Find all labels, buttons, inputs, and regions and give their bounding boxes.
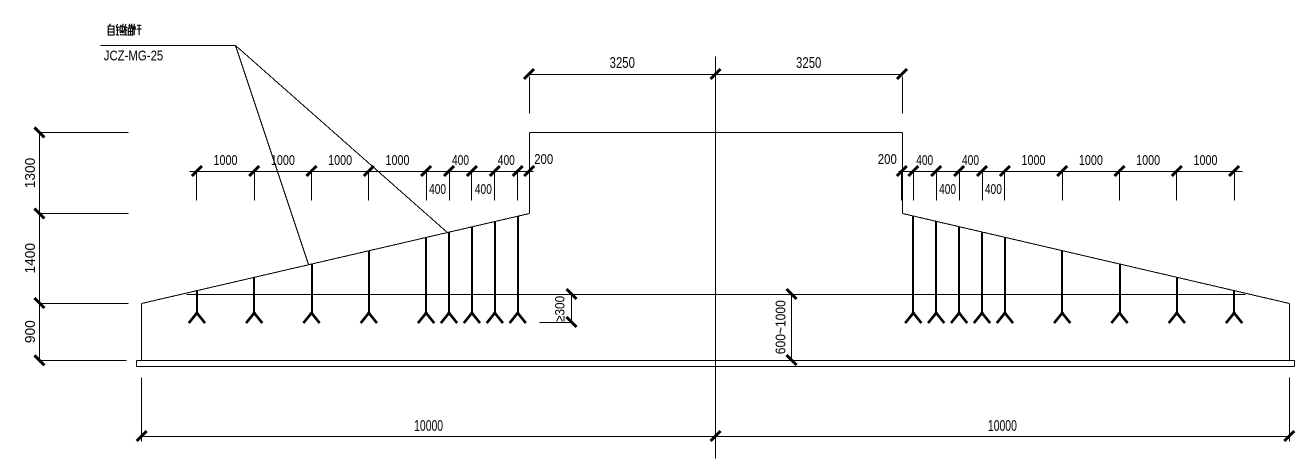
svg-text:1000: 1000 xyxy=(214,152,238,169)
svg-text:1400: 1400 xyxy=(22,243,39,274)
svg-text:1300: 1300 xyxy=(22,158,39,189)
svg-text:10000: 10000 xyxy=(414,418,443,435)
svg-text:200: 200 xyxy=(878,151,897,168)
svg-text:≥300: ≥300 xyxy=(552,296,568,322)
svg-text:900: 900 xyxy=(22,320,39,343)
svg-text:1000: 1000 xyxy=(1136,152,1160,169)
svg-text:1000: 1000 xyxy=(1193,152,1217,169)
svg-text:1000: 1000 xyxy=(271,152,295,169)
svg-text:400: 400 xyxy=(939,181,956,198)
svg-text:1000: 1000 xyxy=(1022,152,1046,169)
svg-text:400: 400 xyxy=(985,181,1002,198)
svg-text:400: 400 xyxy=(475,181,492,198)
svg-text:1000: 1000 xyxy=(385,152,409,169)
svg-text:10000: 10000 xyxy=(988,418,1017,435)
svg-text:400: 400 xyxy=(916,152,933,169)
svg-text:1000: 1000 xyxy=(1079,152,1103,169)
svg-text:3250: 3250 xyxy=(610,55,636,72)
svg-text:3250: 3250 xyxy=(796,55,822,72)
svg-text:JCZ-MG-25: JCZ-MG-25 xyxy=(104,48,164,64)
svg-text:1000: 1000 xyxy=(328,152,352,169)
svg-text:400: 400 xyxy=(498,152,515,169)
svg-text:600~1000: 600~1000 xyxy=(774,300,790,354)
svg-text:400: 400 xyxy=(962,152,979,169)
svg-text:200: 200 xyxy=(534,151,553,168)
svg-text:400: 400 xyxy=(452,152,469,169)
svg-text:400: 400 xyxy=(429,181,446,198)
